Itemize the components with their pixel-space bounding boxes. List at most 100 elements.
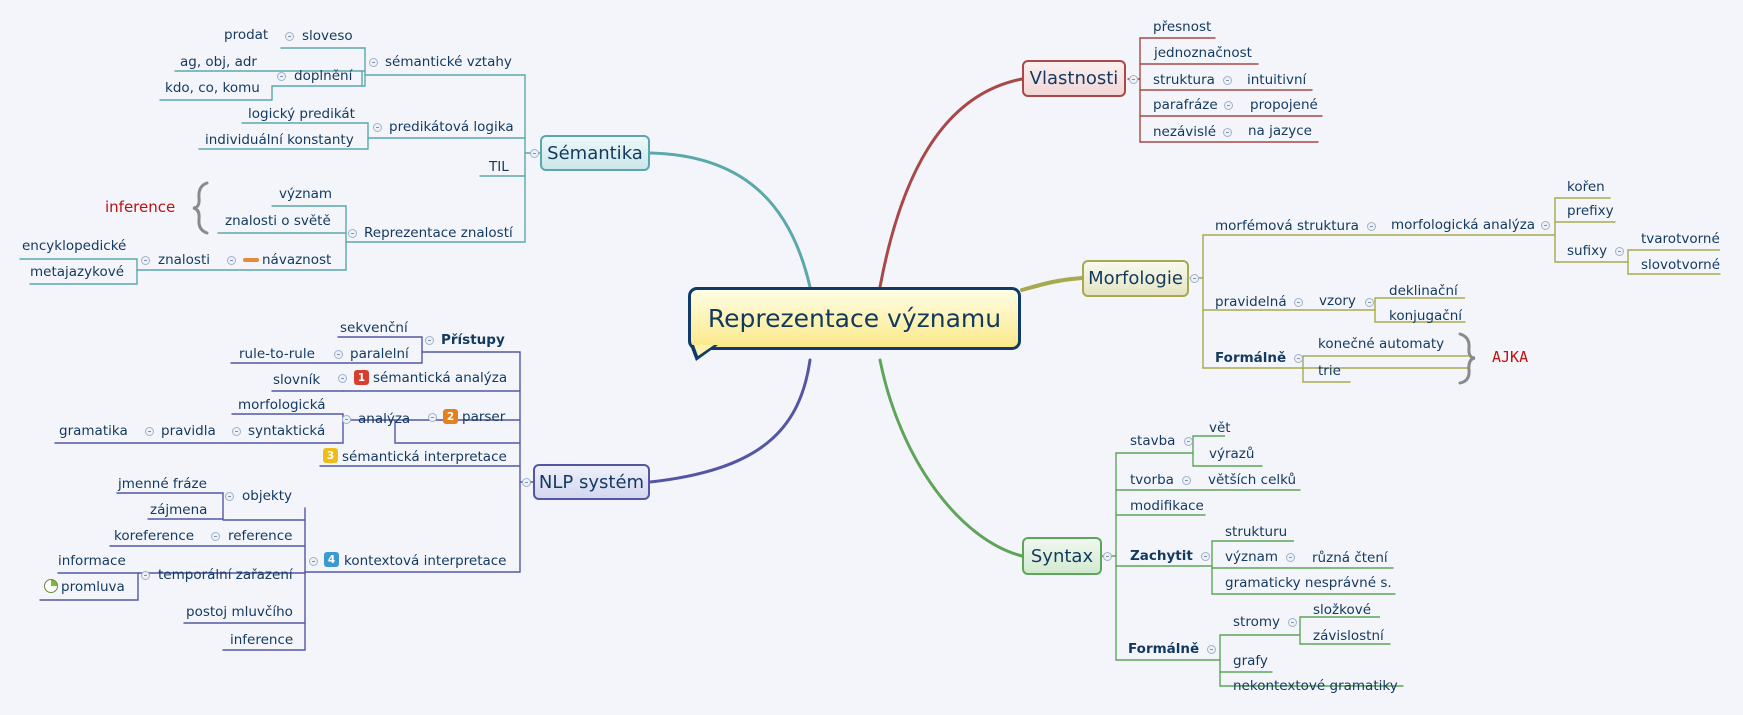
node-presnost[interactable]: přesnost [1153, 19, 1212, 35]
collapse-icon[interactable] [232, 427, 241, 436]
collapse-icon[interactable] [277, 72, 286, 81]
node-vyznam[interactable]: význam [279, 186, 333, 202]
node-informace[interactable]: informace [58, 553, 126, 569]
node-reference[interactable]: reference [228, 528, 293, 544]
topic-syntax[interactable]: Syntax [1022, 537, 1102, 575]
node-morfemova-struktura[interactable]: morfémová struktura [1215, 218, 1359, 234]
node-formalne-morf[interactable]: Formálně [1215, 350, 1287, 366]
collapse-icon[interactable] [1184, 437, 1193, 446]
node-inference[interactable]: inference [230, 632, 294, 648]
node-zachytit[interactable]: Zachytit [1130, 548, 1193, 564]
collapse-icon[interactable] [1286, 553, 1295, 562]
collapse-icon[interactable] [1294, 298, 1303, 307]
collapse-icon[interactable] [211, 532, 220, 541]
node-sufixy[interactable]: sufixy [1567, 243, 1608, 259]
collapse-icon[interactable] [425, 336, 434, 345]
collapse-icon[interactable] [1103, 552, 1112, 561]
node-formalne-syntax[interactable]: Formálně [1128, 641, 1200, 657]
node-stromy[interactable]: stromy [1233, 614, 1280, 630]
node-jednoznacnost[interactable]: jednoznačnost [1154, 45, 1252, 61]
node-tvorba[interactable]: tvorba [1130, 472, 1174, 488]
node-sloveso[interactable]: sloveso [302, 28, 353, 44]
node-sekvencni[interactable]: sekvenční [340, 320, 408, 336]
topic-morfologie[interactable]: Morfologie [1082, 260, 1189, 297]
node-znalosti[interactable]: znalosti [158, 252, 211, 268]
collapse-icon[interactable] [1223, 128, 1232, 137]
node-koreference[interactable]: koreference [114, 528, 195, 544]
collapse-icon[interactable] [285, 32, 294, 41]
node-reprezentace-znalosti[interactable]: Reprezentace znalostí [364, 225, 513, 241]
collapse-icon[interactable] [1288, 618, 1297, 627]
collapse-icon[interactable] [1182, 476, 1191, 485]
node-paralelni[interactable]: paralelní [350, 346, 409, 362]
node-deklinacni[interactable]: deklinační [1389, 283, 1458, 299]
collapse-icon[interactable] [373, 123, 382, 132]
collapse-icon[interactable] [1615, 247, 1624, 256]
topic-nlp-system[interactable]: NLP systém [533, 464, 650, 500]
node-parafraze[interactable]: parafráze [1153, 97, 1218, 113]
node-modifikace[interactable]: modifikace [1130, 498, 1204, 514]
collapse-icon[interactable] [1190, 274, 1199, 283]
node-predikatova-logika[interactable]: predikátová logika [389, 119, 514, 135]
node-prefixy[interactable]: prefixy [1567, 203, 1614, 219]
collapse-icon[interactable] [1367, 222, 1376, 231]
collapse-icon[interactable] [428, 413, 437, 422]
node-zajmena[interactable]: zájmena [150, 502, 208, 518]
node-gramaticky[interactable]: gramaticky nesprávné s. [1225, 575, 1392, 591]
node-kontextova-interpretace[interactable]: kontextová interpretace [344, 553, 507, 569]
node-konjugacni[interactable]: konjugační [1389, 308, 1463, 324]
node-gramatika[interactable]: gramatika [59, 423, 128, 439]
collapse-icon[interactable] [1541, 221, 1550, 230]
topic-semantika[interactable]: Sémantika [540, 135, 650, 171]
central-topic[interactable]: Reprezentace významu [688, 287, 1021, 350]
node-strukturu[interactable]: strukturu [1225, 524, 1288, 540]
node-morfologicka-analyza[interactable]: morfologická analýza [1391, 217, 1536, 233]
node-jmenne-fraze[interactable]: jmenné fráze [118, 476, 207, 492]
node-postoj-mluvciho[interactable]: postoj mluvčího [186, 604, 293, 620]
collapse-icon[interactable] [141, 256, 150, 265]
collapse-icon[interactable] [227, 256, 236, 265]
node-morfologicka[interactable]: morfologická [238, 397, 326, 413]
node-encyklopedicke[interactable]: encyklopedické [22, 238, 127, 254]
node-ag-obj-adr[interactable]: ag, obj, adr [180, 54, 257, 70]
node-objekty[interactable]: objekty [242, 488, 292, 504]
collapse-icon[interactable] [334, 350, 343, 359]
node-nekontextove[interactable]: nekontextové gramatiky [1233, 678, 1398, 694]
node-metajazykove[interactable]: metajazykové [30, 264, 125, 280]
collapse-icon[interactable] [1224, 101, 1233, 110]
node-semanticke-vztahy[interactable]: sémantické vztahy [385, 54, 512, 70]
collapse-icon[interactable] [1223, 76, 1232, 85]
node-na-jazyce[interactable]: na jazyce [1248, 123, 1312, 139]
node-slovnik[interactable]: slovník [273, 372, 321, 388]
node-semanticka-interpretace[interactable]: sémantická interpretace [342, 449, 507, 465]
node-temporalni-zarazeni[interactable]: temporální zařazení [158, 567, 293, 583]
node-analyza[interactable]: analýza [358, 411, 411, 427]
collapse-icon[interactable] [338, 374, 347, 383]
node-vzory[interactable]: vzory [1319, 293, 1356, 309]
node-parser[interactable]: parser [462, 409, 506, 425]
node-konecne-automaty[interactable]: konečné automaty [1318, 336, 1445, 352]
collapse-icon[interactable] [342, 415, 351, 424]
node-struktura[interactable]: struktura [1153, 72, 1215, 88]
collapse-icon[interactable] [145, 427, 154, 436]
node-znalosti-o-svete[interactable]: znalosti o světě [225, 213, 331, 229]
collapse-icon[interactable] [225, 492, 234, 501]
collapse-icon[interactable] [1294, 354, 1303, 363]
node-ruzna-cteni[interactable]: různá čtení [1312, 550, 1388, 566]
collapse-icon[interactable] [1129, 75, 1138, 84]
node-vyznam-syntax[interactable]: význam [1225, 549, 1279, 565]
node-til[interactable]: TIL [489, 159, 509, 175]
node-propojene[interactable]: propojené [1250, 97, 1318, 113]
node-grafy[interactable]: grafy [1233, 653, 1268, 669]
node-stavba[interactable]: stavba [1130, 433, 1176, 449]
node-syntakticka[interactable]: syntaktická [248, 423, 326, 439]
collapse-icon[interactable] [1365, 298, 1374, 307]
node-semanticka-analyza[interactable]: sémantická analýza [373, 370, 508, 386]
collapse-icon[interactable] [522, 478, 531, 487]
node-nezavisle[interactable]: nezávislé [1153, 124, 1217, 140]
node-koren[interactable]: kořen [1567, 179, 1605, 195]
collapse-icon[interactable] [309, 557, 318, 566]
collapse-icon[interactable] [141, 571, 150, 580]
node-prodat[interactable]: prodat [224, 27, 269, 43]
node-vyrazu[interactable]: výrazů [1209, 446, 1255, 462]
